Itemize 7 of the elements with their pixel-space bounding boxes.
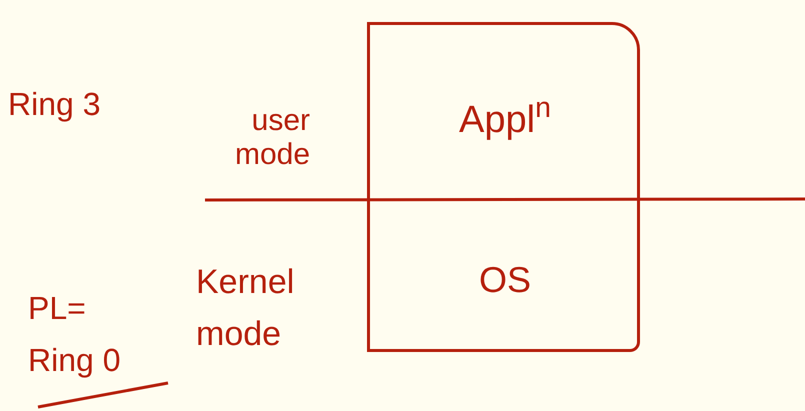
section-label: Appl$^{n}$ [459,92,551,142]
side-label: user mode [234,104,310,172]
side-label: PL= Ring 0 [28,289,122,380]
side-label: Ring 3 [8,85,102,124]
side-label: Kernel mode [196,262,296,355]
section-label: OS [478,258,531,302]
rounded-box [367,22,640,352]
